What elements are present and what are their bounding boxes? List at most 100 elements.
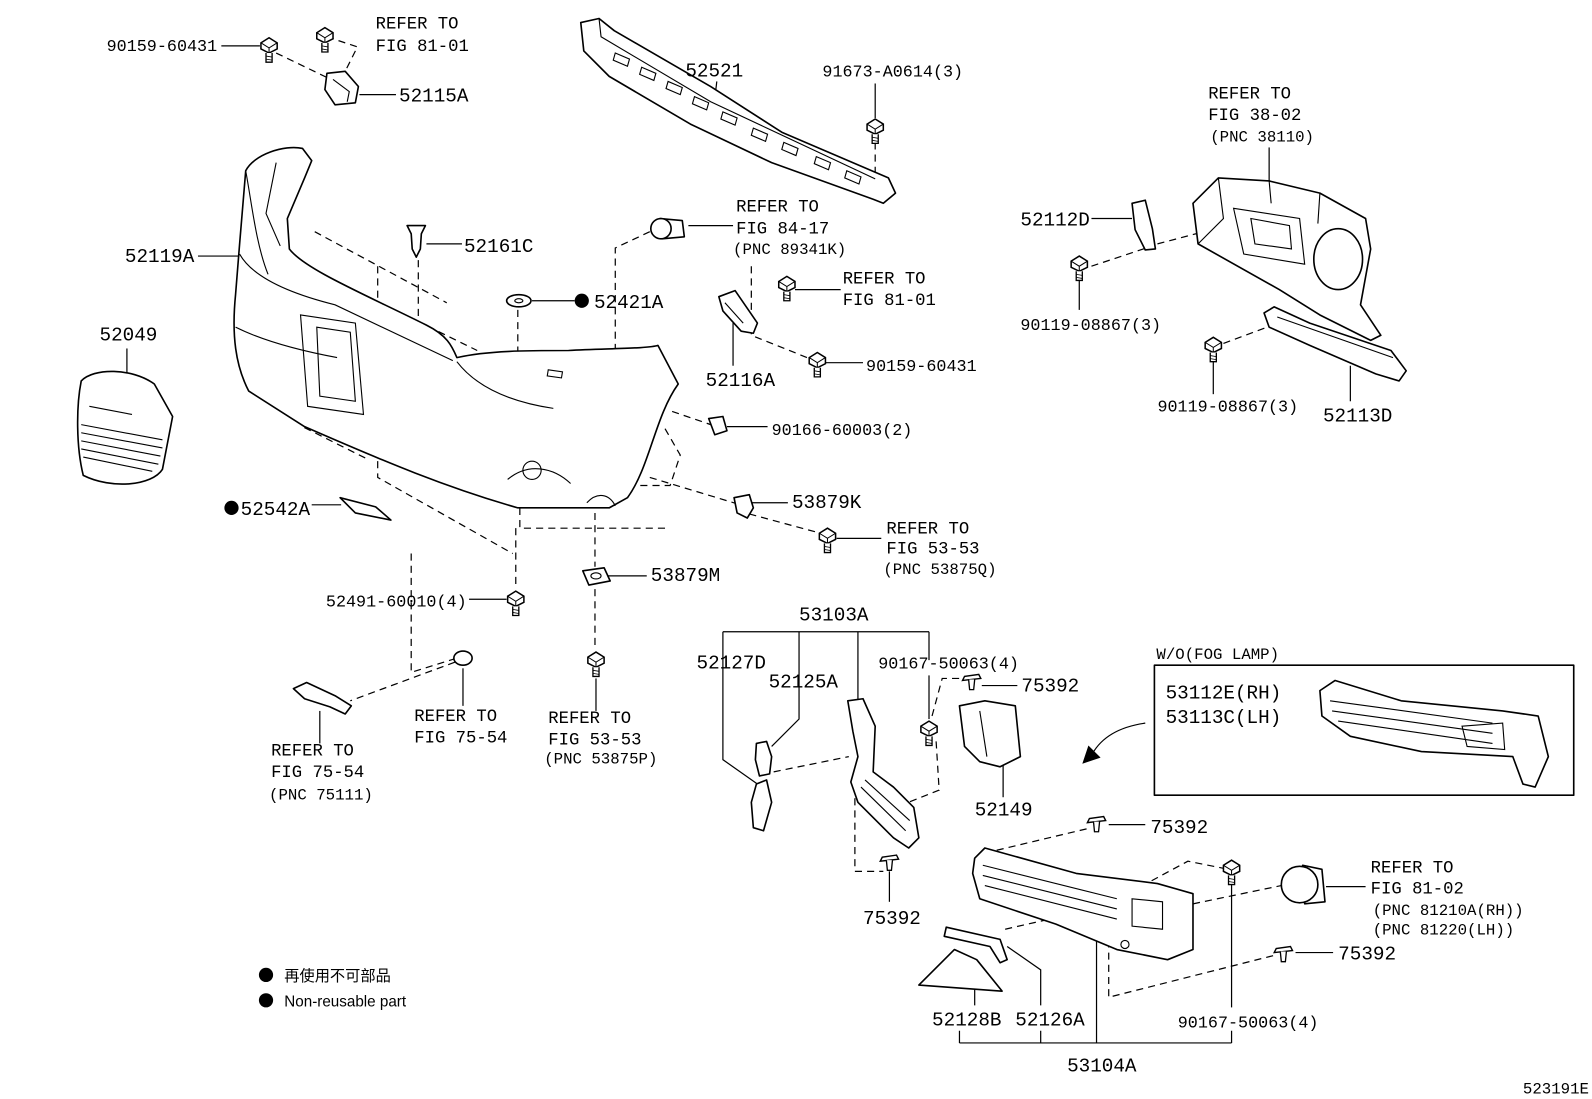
refer-label: REFER TO bbox=[1371, 859, 1454, 878]
assembly-bracket-53103a bbox=[722, 631, 930, 747]
dashed-guide-line bbox=[649, 476, 738, 505]
bracket-52116a-shape bbox=[718, 289, 759, 335]
dashed-guide-line bbox=[895, 741, 940, 808]
part-number-label: 52521 bbox=[685, 60, 743, 82]
dashed-guide-line bbox=[1192, 884, 1282, 905]
dashed-guide-line bbox=[326, 36, 359, 72]
part-number-label: 53112E(RH) bbox=[1166, 683, 1282, 705]
part-number-label: 52113D bbox=[1323, 406, 1392, 428]
dashed-guide-line bbox=[671, 410, 711, 426]
refer-label: REFER TO bbox=[414, 708, 497, 727]
part-number-label: 52115A bbox=[399, 86, 469, 108]
screw-icon bbox=[316, 26, 334, 53]
leader-lines bbox=[126, 45, 1366, 1044]
bolt-icon bbox=[866, 118, 885, 145]
part-number-label: 90167-50063(4) bbox=[878, 655, 1019, 674]
part-number-label: 75392 bbox=[1150, 817, 1208, 839]
leader-line bbox=[722, 631, 758, 785]
refer-label: (PNC 89341K) bbox=[733, 241, 846, 259]
nut-53879m-shape bbox=[581, 566, 612, 586]
bolt-icon bbox=[506, 590, 525, 617]
refer-label: FIG 81-01 bbox=[843, 292, 936, 311]
part-number-label: 90159-60431 bbox=[107, 38, 218, 57]
part-number-label: 90166-60003(2) bbox=[772, 422, 913, 441]
clip-90166-shape bbox=[707, 415, 728, 436]
dashed-guide-lines bbox=[275, 36, 1282, 999]
refer-label: REFER TO bbox=[843, 270, 926, 289]
refer-label: FIG 84-17 bbox=[736, 221, 829, 240]
legend: 再使用不可部品 Non-reusable part bbox=[258, 967, 407, 1010]
dashed-guide-line bbox=[773, 756, 849, 773]
bracket-53103a-shape bbox=[846, 697, 920, 849]
refer-label: FIG 53-53 bbox=[548, 731, 641, 750]
part-number-label: 91673-A0614(3) bbox=[822, 63, 963, 82]
screw-icon bbox=[260, 37, 278, 63]
clip-icon bbox=[1086, 815, 1107, 833]
dashed-guide-line bbox=[314, 231, 448, 304]
refer-label: REFER TO bbox=[886, 520, 969, 539]
part-number-label: 53113C(LH) bbox=[1166, 707, 1282, 729]
part-number-label: 53879M bbox=[651, 565, 720, 587]
dashed-guide-line bbox=[749, 513, 825, 535]
screw-icon bbox=[818, 527, 837, 554]
legend-marker bbox=[258, 967, 274, 983]
part-labels: 90159-60431 REFER TO FIG 81-01 52115A 52… bbox=[100, 16, 1524, 1078]
bolt-icon bbox=[1070, 255, 1089, 282]
direction-arrow bbox=[1082, 722, 1146, 764]
dashed-guide-line bbox=[750, 266, 813, 361]
dashed-guide-line bbox=[377, 266, 514, 555]
bracket-52149-shape bbox=[958, 699, 1022, 768]
refer-label: REFER TO bbox=[1208, 86, 1291, 105]
screw-icon bbox=[808, 351, 827, 378]
part-number-label: 53103A bbox=[799, 605, 869, 627]
refer-label: FIG 81-01 bbox=[376, 38, 469, 57]
refer-label: (PNC 81210A(RH)) bbox=[1373, 902, 1524, 920]
dashed-guide-line bbox=[350, 661, 456, 702]
part-number-label: 90119-08867(3) bbox=[1157, 398, 1298, 417]
part-number-label: 52127D bbox=[697, 652, 766, 674]
garnish-52126a-shape bbox=[943, 926, 1008, 964]
screw-icon bbox=[777, 275, 796, 302]
washer-52421a-shape bbox=[505, 293, 532, 308]
cover-52128b-shape bbox=[918, 948, 1003, 992]
refer-label: REFER TO bbox=[548, 710, 631, 729]
part-number-label: 52112D bbox=[1020, 210, 1089, 232]
part-number-label: 75392 bbox=[1338, 944, 1396, 966]
clip-52161c-shape bbox=[406, 224, 427, 258]
fog-lamp-box: W/O(FOG LAMP) bbox=[1153, 646, 1575, 797]
dashed-guide-line bbox=[275, 52, 332, 80]
dashed-guide-line bbox=[984, 827, 1092, 854]
refer-label: REFER TO bbox=[376, 16, 459, 35]
part-number-label: 53879K bbox=[792, 492, 862, 514]
cover-52125a-shape bbox=[754, 740, 773, 777]
part-number-label: 52421A bbox=[594, 292, 664, 314]
non-reusable-marker bbox=[574, 293, 589, 308]
part-number-label: 52126A bbox=[1015, 1010, 1085, 1032]
clip-icon bbox=[1273, 945, 1294, 963]
dashed-guide-line bbox=[1157, 233, 1197, 245]
non-reusable-marker bbox=[224, 500, 239, 515]
legend-marker bbox=[258, 993, 274, 1008]
part-number-label: 53104A bbox=[1067, 1055, 1137, 1077]
part-number-label: 52491-60010(4) bbox=[326, 593, 467, 612]
refer-label: (PNC 75111) bbox=[269, 786, 373, 804]
figure-code: 523191E bbox=[1523, 1081, 1589, 1099]
bumper-cover-shape bbox=[233, 146, 680, 509]
bolt-icon bbox=[1204, 336, 1223, 363]
part-number-label: 52049 bbox=[100, 324, 158, 346]
part-number-label: 52116A bbox=[706, 370, 776, 392]
refer-label: FIG 75-54 bbox=[271, 764, 364, 783]
fog-lamp-shape bbox=[1280, 864, 1326, 905]
refer-label: FIG 81-02 bbox=[1371, 881, 1464, 900]
part-number-label: 90119-08867(3) bbox=[1020, 317, 1161, 336]
clip-icon bbox=[961, 673, 982, 691]
bracket-52112d-shape bbox=[1131, 199, 1157, 251]
retainer-52115a-shape bbox=[324, 70, 360, 106]
bolt-icon bbox=[587, 651, 605, 678]
refer-label: REFER TO bbox=[271, 743, 354, 762]
cover-52127d-shape bbox=[750, 779, 773, 832]
dashed-guide-line bbox=[1223, 326, 1268, 344]
radiator-support-shape bbox=[1192, 177, 1382, 342]
dashed-guide-line bbox=[1091, 245, 1153, 267]
dashed-guide-line bbox=[639, 428, 681, 487]
